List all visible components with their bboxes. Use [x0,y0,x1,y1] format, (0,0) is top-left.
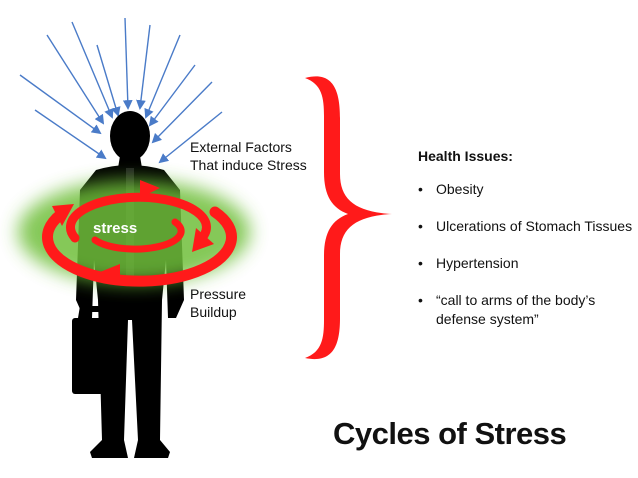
bullet: • [418,255,423,271]
arrow [96,44,121,117]
arrow [34,109,107,160]
external-factors-line2: That induce Stress [190,157,307,173]
bullet: • [418,292,423,308]
arrow [144,34,181,119]
list-item-text: Obesity [436,181,484,197]
pressure-buildup-label: Pressure Buildup [190,285,310,321]
health-issues-title: Health Issues: [418,148,513,164]
briefcase-icon [72,306,116,394]
curly-brace-icon [305,76,392,360]
external-factors-label: External Factors That induce Stress [190,138,330,174]
list-item: • “call to arms of the body’s defense sys… [418,291,633,329]
arrow [136,24,151,110]
swirl-arrowhead [140,180,160,198]
list-item: • Ulcerations of Stomach Tissues [418,217,633,236]
arrow [158,111,223,164]
pressure-line2: Buildup [190,304,237,320]
pressure-line1: Pressure [190,286,247,302]
list-item-text: Ulcerations of Stomach Tissues [436,218,633,234]
arrow [71,21,114,119]
arrow [46,34,105,125]
arrow [148,64,196,127]
swirl-ring-inner [91,218,185,253]
bullet: • [418,181,423,197]
external-factors-line1: External Factors [190,139,292,155]
external-factor-arrows [19,17,223,164]
swirl-arrowhead [100,264,120,282]
swirl-arrowhead [192,228,214,252]
health-issues-list: • Obesity • Ulcerations of Stomach Tissues… [418,180,633,347]
list-item: • Hypertension [418,254,633,273]
list-item-text: Hypertension [436,255,519,271]
bullet: • [418,218,423,234]
swirl-ring-outer [42,206,237,287]
list-item: • Obesity [418,180,633,199]
arrow [122,17,133,110]
stress-label: stress [93,220,137,237]
swirl-arrowheads [52,180,214,282]
arrow [151,81,213,144]
page-title: Cycles of Stress [333,416,567,451]
swirl-arrowhead [52,204,74,226]
arrow [19,74,102,135]
list-item-text: “call to arms of the body’s defense syst… [436,292,596,327]
